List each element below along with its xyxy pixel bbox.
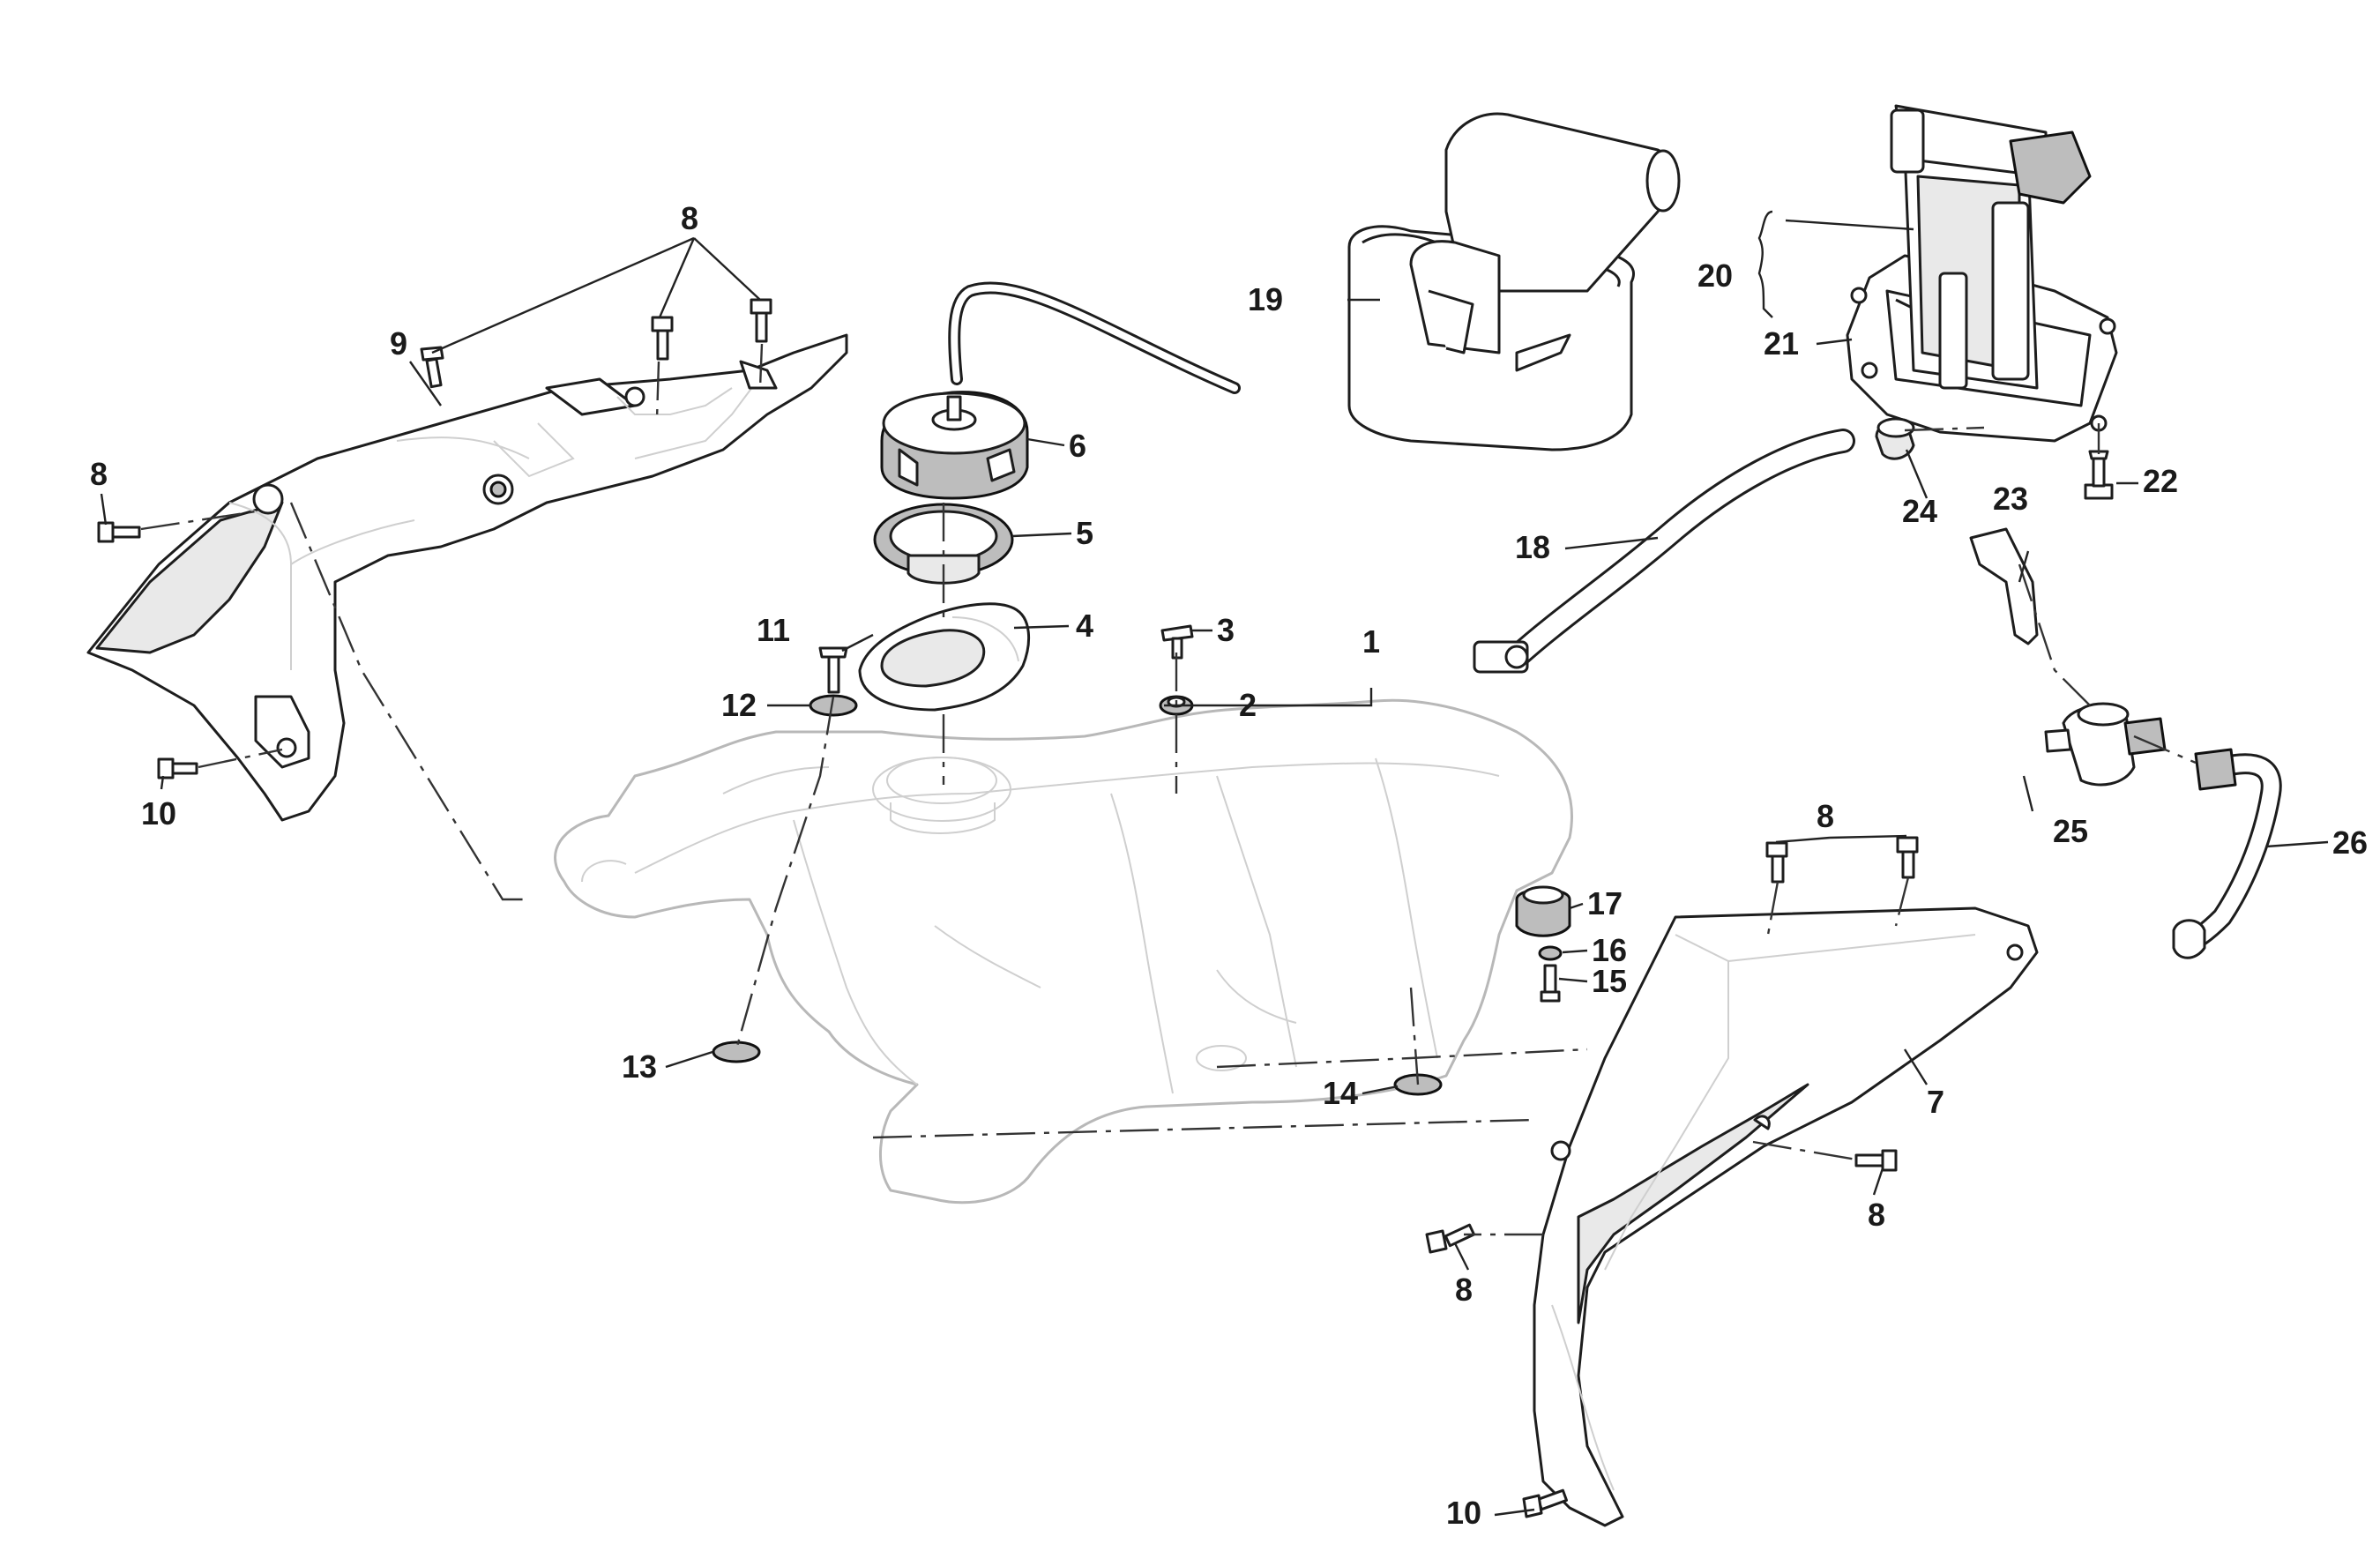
- bolt-8-c: [750, 298, 772, 343]
- callout-8-top: 8: [681, 200, 698, 236]
- callout-23: 23: [1993, 481, 2028, 517]
- fuel-tank: [554, 698, 1573, 1205]
- callout-3: 3: [1217, 612, 1235, 648]
- right-side-cover: [1533, 906, 2039, 1527]
- callout-15: 15: [1592, 963, 1627, 999]
- callout-19: 19: [1248, 281, 1283, 317]
- callout-10-bottom: 10: [1446, 1495, 1481, 1531]
- leader-lines: [100, 210, 2329, 1517]
- connector-24: [1875, 417, 1915, 460]
- callout-6: 6: [1069, 428, 1086, 464]
- callout-4: 4: [1076, 608, 1093, 644]
- callout-18: 18: [1515, 529, 1550, 565]
- callout-24: 24: [1902, 493, 1937, 529]
- filler-ring: [858, 602, 1031, 712]
- callout-1: 1: [1362, 623, 1380, 660]
- callout-14: 14: [1323, 1075, 1358, 1111]
- bolt-8-d: [97, 521, 141, 543]
- callout-9: 9: [390, 325, 407, 362]
- callout-8-right-bottom: 8: [1868, 1197, 1885, 1233]
- washer-16: [1538, 945, 1563, 961]
- grommet-13: [712, 1041, 761, 1063]
- callout-10-left: 10: [141, 795, 176, 832]
- callout-labels: 1 2 3 4 5 6 7 8 8 8 8 8 9 10 10 11 12 13…: [90, 200, 2368, 1531]
- callout-11: 11: [757, 612, 790, 648]
- callout-17: 17: [1587, 885, 1623, 921]
- fuel-pump-assembly: [1846, 104, 2118, 443]
- breather-hose: [948, 281, 1241, 394]
- hose-26: [2172, 748, 2282, 959]
- callout-20: 20: [1697, 257, 1733, 294]
- callout-22: 22: [2143, 463, 2178, 499]
- callout-8-bottom: 8: [1455, 1272, 1473, 1308]
- left-side-cover: [86, 333, 848, 822]
- callout-5: 5: [1076, 515, 1093, 551]
- callout-26: 26: [2332, 824, 2368, 861]
- callout-25: 25: [2053, 813, 2088, 849]
- connector-23: [1969, 527, 2039, 645]
- bolt-8-g: [1854, 1149, 1898, 1172]
- callout-21: 21: [1764, 325, 1799, 362]
- rubber-mount-17: [1515, 885, 1571, 937]
- callout-16: 16: [1592, 932, 1627, 968]
- bolt-10-a: [157, 757, 198, 779]
- bolt-8-h: [1425, 1223, 1476, 1254]
- fuel-cap: [880, 391, 1029, 500]
- assembly-lines: [140, 343, 2197, 1236]
- callout-8-left: 8: [90, 456, 108, 492]
- callout-8-right-top: 8: [1817, 798, 1834, 834]
- callout-12: 12: [721, 687, 757, 723]
- fuel-hose-18: [1473, 429, 1855, 674]
- bolt-8-f: [1896, 836, 1919, 879]
- canister-box: [1347, 112, 1681, 451]
- bolt-22: [2084, 450, 2114, 500]
- bolt-10-b: [1522, 1488, 1568, 1518]
- bolt-15: [1540, 964, 1561, 1003]
- quick-connector-25: [2044, 702, 2167, 787]
- callout-13: 13: [622, 1048, 657, 1085]
- callout-2: 2: [1239, 687, 1257, 723]
- bolt-8-e: [1765, 841, 1788, 884]
- bolt-8-b: [651, 316, 674, 361]
- callout-7: 7: [1927, 1084, 1944, 1120]
- screw-11: [818, 646, 848, 694]
